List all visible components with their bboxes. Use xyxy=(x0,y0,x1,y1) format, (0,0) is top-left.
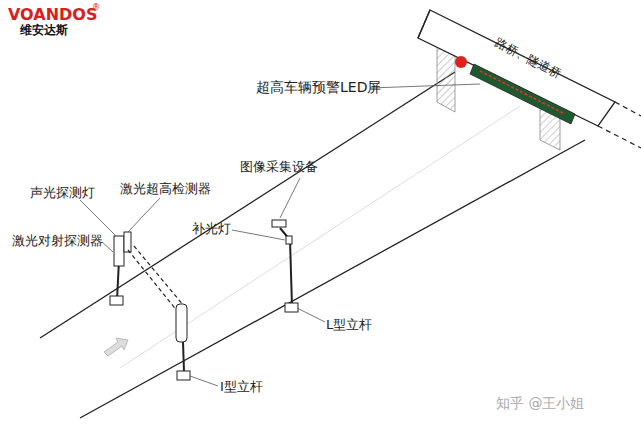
part-label: 激光超高检测器 xyxy=(120,182,211,196)
registered-mark: ® xyxy=(92,4,100,13)
logo-chinese: 维安达斯 xyxy=(20,24,68,37)
part-label: L型立杆 xyxy=(326,318,372,332)
logo-text: VOANDOS xyxy=(8,6,97,24)
part-label: 图像采集设备 xyxy=(240,160,318,174)
part-label: 声光探测灯 xyxy=(30,186,95,200)
watermark: 知乎 @王小姐 xyxy=(496,396,584,411)
part-label: 补光灯 xyxy=(192,222,231,236)
part-label: 超高车辆预警LED屏 xyxy=(256,80,381,95)
part-label: I型立杆 xyxy=(220,380,263,394)
part-label: 激光对射探测器 xyxy=(12,234,103,248)
